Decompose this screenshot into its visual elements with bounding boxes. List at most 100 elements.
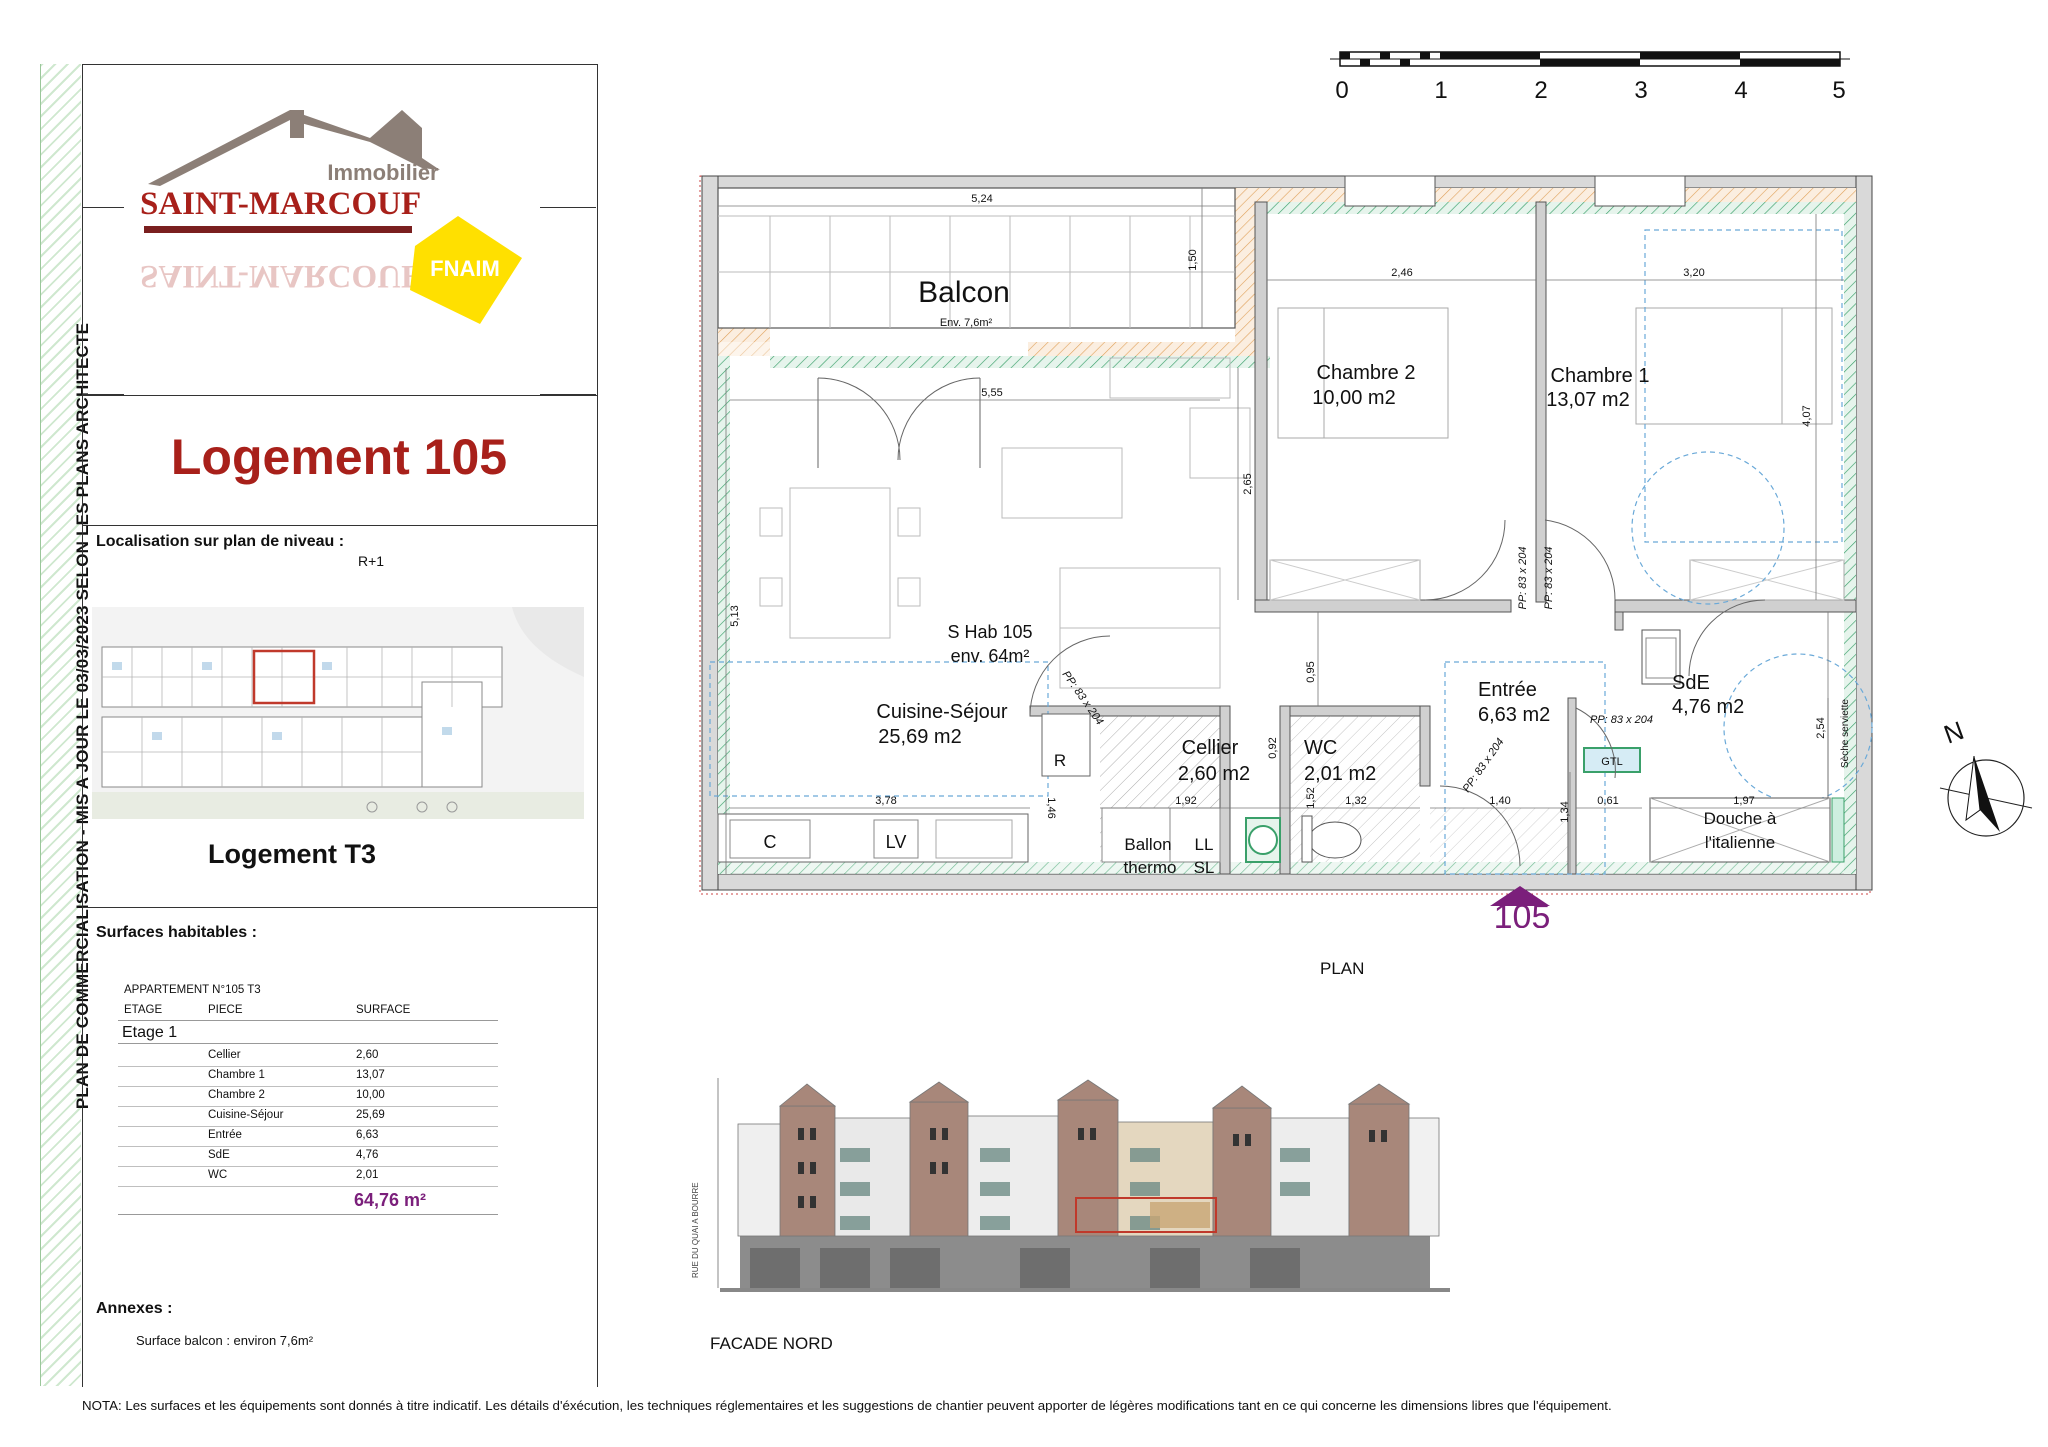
room-area: 2,01 m2: [1304, 763, 1376, 785]
annexes-text: Surface balcon : environ 7,6m²: [136, 1333, 314, 1348]
fixture-label: Ballon: [1124, 835, 1171, 854]
room-name: Chambre 2: [1317, 362, 1416, 384]
fixture-label: SL: [1194, 858, 1215, 877]
logo-line2: SAINT-MARCOUF: [140, 186, 421, 222]
fixture-label: thermo: [1124, 858, 1177, 877]
fnaim-text: FNAIM: [430, 256, 500, 281]
dimension: 4,07: [1801, 405, 1813, 426]
north-arrow: N: [1940, 715, 2033, 837]
dimension: 2,65: [1242, 473, 1254, 494]
fnaim-badge: [410, 216, 522, 324]
surfaces-label: Surfaces habitables :: [96, 924, 257, 941]
room-name: Cuisine-Séjour: [876, 701, 1008, 723]
piece-cell: Chambre 2: [208, 1089, 265, 1101]
piece-cell: Entrée: [208, 1129, 242, 1141]
svg-text:SAINT-MARCOUF: SAINT-MARCOUF: [140, 258, 421, 294]
divider: [83, 395, 597, 396]
surface-cell: 25,69: [356, 1109, 385, 1121]
room-area: 13,07 m2: [1546, 389, 1629, 411]
facade-caption: FACADE NORD: [710, 1334, 833, 1353]
floor-value: Etage 1: [122, 1024, 178, 1041]
surface-cell: 2,60: [356, 1049, 379, 1061]
fixture-label: C: [764, 832, 777, 852]
room-name: Cellier: [1182, 737, 1239, 759]
surface-table-header: ETAGE PIECE SURFACE: [118, 1000, 498, 1021]
dimension: 1,92: [1175, 795, 1196, 807]
floor-row: Etage 1: [118, 1021, 498, 1044]
scale-tick: 1: [1434, 77, 1447, 104]
fixture-label: l'italienne: [1705, 833, 1775, 852]
floor-plan: Balcon Env. 7,6m² Chambre 2 10,00 m2 Cha…: [699, 175, 1873, 928]
header-etage: ETAGE: [124, 1004, 163, 1016]
dimension: 3,20: [1683, 267, 1704, 279]
plan-caption: PLAN: [1320, 959, 1365, 978]
scale-tick: 0: [1335, 77, 1348, 104]
north-letter: N: [1940, 715, 1968, 750]
table-row: Cuisine-Séjour 25,69: [118, 1106, 498, 1127]
side-band: [40, 64, 81, 1386]
dimension: 2,54: [1815, 717, 1827, 738]
fixture-label: Sèche serviette: [1840, 699, 1851, 768]
scale-bar: 0 1 2 3 4 5: [1330, 51, 1850, 104]
scale-tick: 4: [1734, 77, 1747, 104]
dimension: 5,13: [729, 605, 741, 626]
door-spec: PP: 83 x 204: [1590, 714, 1653, 726]
table-row: Chambre 2 10,00: [118, 1086, 498, 1107]
room-area: 10,00 m2: [1312, 387, 1395, 409]
room-area: env. 64m²: [951, 646, 1030, 666]
crop-mark: [82, 394, 124, 395]
surface-cell: 13,07: [356, 1069, 385, 1081]
header-piece: PIECE: [208, 1004, 243, 1016]
door-spec: PP: 83 x 204: [1543, 547, 1555, 610]
table-row: Chambre 1 13,07: [118, 1066, 498, 1087]
compass-needle-icon: [1974, 756, 2000, 832]
dimension: 0,61: [1597, 795, 1618, 807]
piece-cell: SdE: [208, 1149, 230, 1161]
facade-unit-highlight: [1075, 1197, 1217, 1233]
table-row: Entrée 6,63: [118, 1126, 498, 1147]
dimension: 1,40: [1489, 795, 1510, 807]
fixture-label: Douche à: [1704, 809, 1777, 828]
fixture-label: GTL: [1601, 756, 1622, 768]
fixture-label: LL: [1195, 835, 1214, 854]
dimension: 0,95: [1305, 661, 1317, 682]
room-area: 25,69 m2: [878, 726, 961, 748]
dimension: 0,92: [1267, 737, 1279, 758]
dimension: 1,34: [1559, 801, 1571, 822]
unit-type: Logement T3: [207, 839, 376, 869]
compass-ring-icon: [1947, 759, 2025, 837]
apartment-table-title: APPARTEMENT N°105 T3: [124, 984, 261, 996]
room-name: Balcon: [918, 276, 1010, 309]
scale-tick: 5: [1832, 77, 1845, 104]
scale-tick: 2: [1534, 77, 1547, 104]
room-name: Entrée: [1478, 679, 1537, 701]
room-area: 4,76 m2: [1672, 696, 1744, 718]
unit-number: 105: [1494, 898, 1551, 928]
piece-cell: Cuisine-Séjour: [208, 1109, 284, 1121]
scale-tick: 3: [1634, 77, 1647, 104]
dimension: 1,46: [1045, 797, 1057, 818]
surface-cell: 10,00: [356, 1089, 385, 1101]
crop-mark: [540, 394, 596, 395]
dimension: 1,52: [1305, 787, 1317, 808]
logo-line1: Immobilier: [327, 160, 439, 185]
dimension: 1,32: [1345, 795, 1366, 807]
annexes-label: Annexes :: [96, 1300, 173, 1317]
divider: [83, 525, 597, 526]
surface-cell: 4,76: [356, 1149, 379, 1161]
room-area: 2,60 m2: [1178, 763, 1250, 785]
room-name: S Hab 105: [947, 622, 1032, 642]
total-row: 64,76 m²: [118, 1186, 498, 1215]
piece-cell: WC: [208, 1169, 228, 1181]
logo-chimney: [290, 110, 304, 138]
surface-cell: 6,63: [356, 1129, 379, 1141]
room-area: Env. 7,6m²: [940, 317, 993, 329]
door-spec: PP: 83 x 204: [1517, 547, 1529, 610]
table-row: Cellier 2,60: [118, 1046, 498, 1067]
door-spec: PP: 83 x 204: [1461, 736, 1507, 794]
piece-cell: Chambre 1: [208, 1069, 265, 1081]
dimension: 3,78: [875, 795, 896, 807]
footer-note: NOTA: Les surfaces et les équipements so…: [82, 1398, 1612, 1413]
surface-cell: 2,01: [356, 1169, 379, 1181]
dimension: 5,55: [981, 387, 1002, 399]
